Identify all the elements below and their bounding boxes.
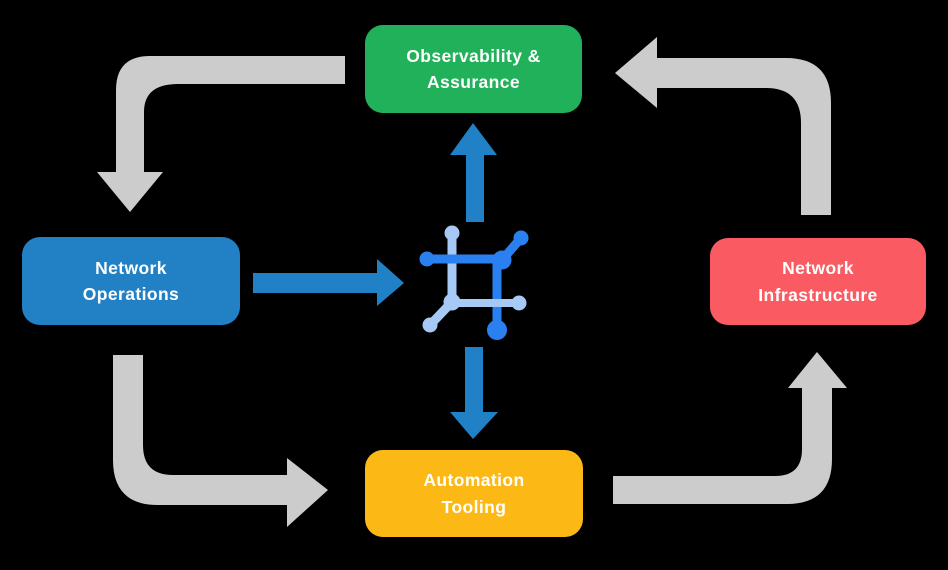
gray-arrow-operations-to-tooling xyxy=(113,355,328,527)
node-infrastructure-label: Network Infrastructure xyxy=(758,258,878,305)
mesh-light-top-stem xyxy=(444,225,460,307)
mesh-dark-right-stem xyxy=(487,257,507,340)
gray-arrow-tooling-to-infrastructure xyxy=(613,352,847,504)
mesh-light-bottom-bar xyxy=(422,293,527,333)
node-tooling-label: Automation Tooling xyxy=(423,470,525,517)
node-observability-label: Observability & Assurance xyxy=(406,45,541,92)
node-operations-label: Network Operations xyxy=(82,257,180,304)
blue-arrow-center-to-tooling xyxy=(450,347,498,439)
node-network-operations: Network Operations xyxy=(22,237,240,325)
blue-arrow-operations-to-center xyxy=(253,259,404,306)
gray-arrow-observability-to-operations xyxy=(97,56,345,212)
blue-arrow-center-to-observability xyxy=(450,123,497,222)
network-mesh-icon xyxy=(419,225,529,340)
node-automation-tooling: Automation Tooling xyxy=(365,450,583,537)
node-observability-assurance: Observability & Assurance xyxy=(365,25,582,113)
node-network-infrastructure: Network Infrastructure xyxy=(710,238,926,325)
mesh-dark-top-bar xyxy=(419,230,529,270)
gray-arrow-infrastructure-to-observability xyxy=(615,37,831,215)
